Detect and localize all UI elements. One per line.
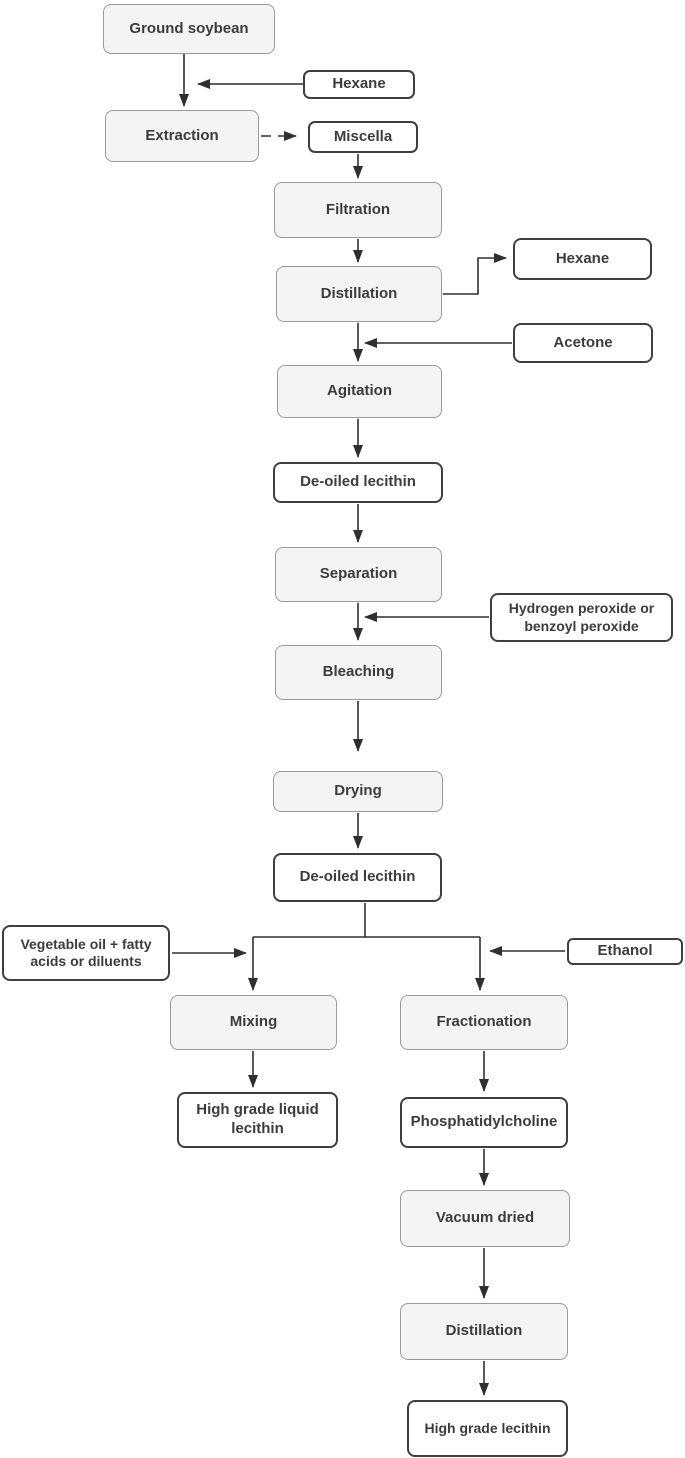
node-vacuum-dried: Vacuum dried <box>400 1190 570 1247</box>
node-vegetable-oil: Vegetable oil + fatty acids or diluents <box>2 925 170 981</box>
arrow-distillation-to-hexane-recovered <box>443 253 507 295</box>
node-drying: Drying <box>273 771 443 812</box>
node-distillation-2: Distillation <box>400 1303 568 1360</box>
node-high-grade-lecithin: High grade lecithin <box>407 1400 568 1457</box>
node-acetone: Acetone <box>513 323 653 363</box>
node-bleaching: Bleaching <box>275 645 442 700</box>
branch-de-oiled-lecithin-2 <box>248 903 485 991</box>
node-filtration: Filtration <box>274 182 442 238</box>
node-agitation: Agitation <box>277 365 442 418</box>
node-distillation: Distillation <box>276 266 442 322</box>
node-mixing: Mixing <box>170 995 337 1050</box>
node-extraction: Extraction <box>105 110 259 162</box>
node-high-grade-liquid-lecithin: High grade liquid lecithin <box>177 1092 338 1148</box>
node-hexane-recovered: Hexane <box>513 238 652 280</box>
node-fractionation: Fractionation <box>400 995 568 1050</box>
node-hydrogen-peroxide: Hydrogen peroxide or benzoyl peroxide <box>490 593 673 642</box>
node-ethanol: Ethanol <box>567 938 683 965</box>
node-phosphatidylcholine: Phosphatidylcholine <box>400 1097 568 1148</box>
node-de-oiled-lecithin-2: De-oiled lecithin <box>273 853 442 902</box>
node-ground-soybean: Ground soybean <box>103 4 275 54</box>
node-separation: Separation <box>275 547 442 602</box>
node-hexane-input: Hexane <box>303 70 415 99</box>
node-de-oiled-lecithin-1: De-oiled lecithin <box>273 462 443 503</box>
node-miscella: Miscella <box>308 121 418 153</box>
